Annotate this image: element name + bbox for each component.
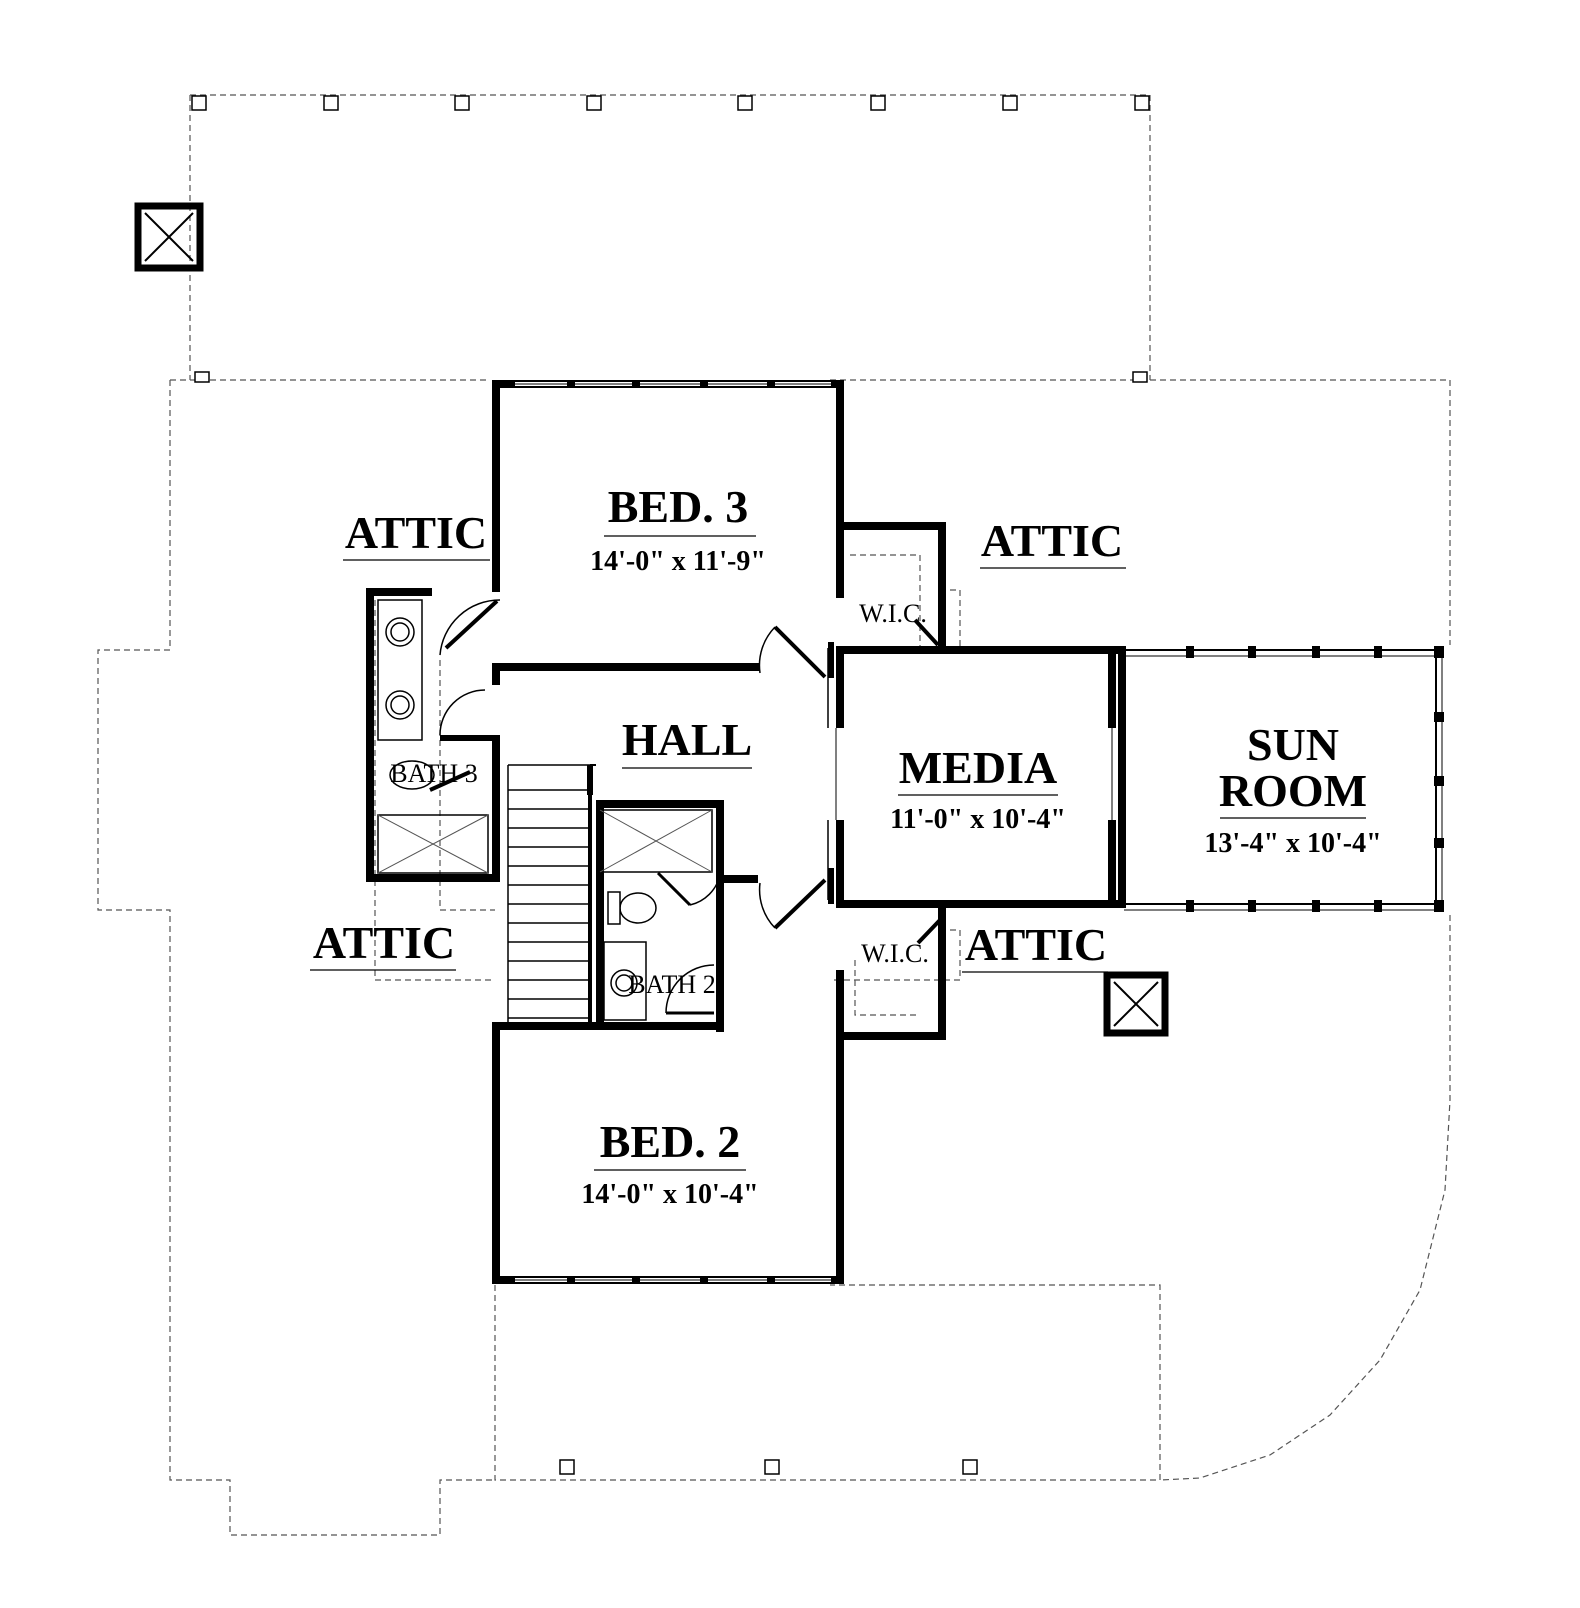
bath2-walls	[596, 800, 758, 1032]
sunroom-name-line1: SUN	[1247, 719, 1339, 770]
attic-upper-left: ATTIC	[345, 507, 487, 558]
stair-treads	[508, 789, 590, 1019]
room-label-hall: HALL	[622, 714, 752, 769]
bed3-name: BED. 3	[608, 481, 749, 532]
bath3-walls	[366, 588, 500, 882]
staircase	[500, 764, 596, 1028]
sunroom-dimensions: 13'-4" x 10'-4"	[1204, 828, 1381, 859]
bath2-name: BATH 2	[628, 970, 715, 999]
bath3-name: BATH 3	[390, 759, 477, 788]
media-name: MEDIA	[899, 742, 1057, 793]
attic-label-lower-right: ATTIC	[962, 919, 1108, 973]
room-label-bed3: BED. 3 14'-0" x 11'-9"	[590, 481, 766, 577]
wic-upper-walls	[836, 522, 946, 650]
room-label-bath2: BATH 2	[628, 970, 715, 999]
room-label-bath3: BATH 3	[390, 759, 477, 788]
room-label-sunroom: SUN ROOM 13'-4" x 10'-4"	[1204, 719, 1381, 859]
wic-lower-name: W.I.C.	[861, 939, 929, 968]
bed2-dimensions: 14'-0" x 10'-4"	[581, 1179, 758, 1210]
bath3-fixtures	[377, 599, 501, 874]
bed2-name: BED. 2	[600, 1116, 741, 1167]
attic-label-lower-left: ATTIC	[310, 917, 456, 971]
room-label-wic-upper: W.I.C.	[859, 599, 927, 628]
bath2-fixtures	[599, 809, 721, 1021]
attic-upper-right: ATTIC	[981, 515, 1123, 566]
bed3-window	[505, 380, 831, 388]
bed2-window	[515, 1276, 831, 1284]
attic-label-upper-right: ATTIC	[980, 515, 1126, 569]
room-label-bed2: BED. 2 14'-0" x 10'-4"	[581, 1116, 758, 1210]
media-dimensions: 11'-0" x 10'-4"	[890, 804, 1066, 835]
media-walls	[828, 642, 1126, 908]
bed3-dimensions: 14'-0" x 11'-9"	[590, 546, 766, 577]
attic-lower-right: ATTIC	[965, 919, 1107, 970]
attic-lower-left: ATTIC	[313, 917, 455, 968]
wic-upper-name: W.I.C.	[859, 599, 927, 628]
column-marker	[1103, 971, 1169, 1037]
hall-doors	[758, 618, 942, 945]
chimney-marker	[134, 202, 204, 272]
sunroom-walls	[1118, 646, 1444, 912]
bed3-walls	[492, 380, 844, 685]
wic-lower-walls	[836, 908, 946, 1040]
sunroom-name-line2: ROOM	[1219, 765, 1367, 816]
attic-label-upper-left: ATTIC	[343, 507, 490, 561]
hall-name: HALL	[622, 714, 752, 765]
room-label-media: MEDIA 11'-0" x 10'-4"	[890, 742, 1066, 835]
room-label-wic-lower: W.I.C.	[861, 939, 929, 968]
roof-outline	[97, 94, 1451, 1536]
porch-posts	[191, 95, 1150, 1475]
media-french-doors	[835, 728, 1113, 820]
